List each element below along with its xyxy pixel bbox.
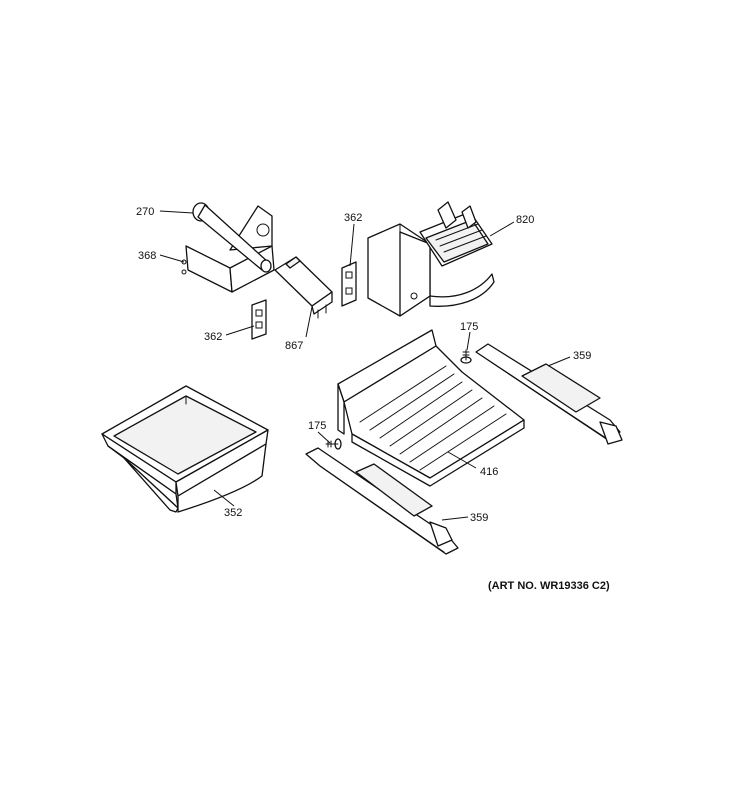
fill-tube-270 — [192, 202, 272, 273]
screw-175-lower — [325, 438, 342, 450]
leader-lines — [159, 210, 571, 521]
ice-maker-820 — [367, 201, 495, 317]
callout-362-lower: 362 — [204, 331, 222, 343]
callout-867: 867 — [285, 340, 303, 352]
art-number: (ART NO. WR19336 C2) — [488, 580, 610, 592]
callout-359-right: 359 — [573, 350, 591, 362]
callout-362-upper: 362 — [344, 212, 362, 224]
callout-175-lower: 175 — [308, 420, 326, 432]
screw-175-upper — [460, 349, 472, 364]
callout-416: 416 — [480, 466, 498, 478]
callout-820: 820 — [516, 214, 534, 226]
ice-bucket-352 — [101, 385, 269, 513]
callout-175-upper: 175 — [460, 321, 478, 333]
slide-rail-359-left — [305, 447, 459, 555]
bracket-362-lower — [251, 299, 267, 340]
bracket-362-upper — [341, 261, 357, 307]
feeler-guide-867 — [274, 256, 333, 319]
callout-352: 352 — [224, 507, 242, 519]
callout-359-left: 359 — [470, 512, 488, 524]
slide-rail-359-right — [475, 343, 623, 445]
callout-270: 270 — [136, 206, 154, 218]
shelf-416 — [337, 329, 525, 487]
callout-368: 368 — [138, 250, 156, 262]
